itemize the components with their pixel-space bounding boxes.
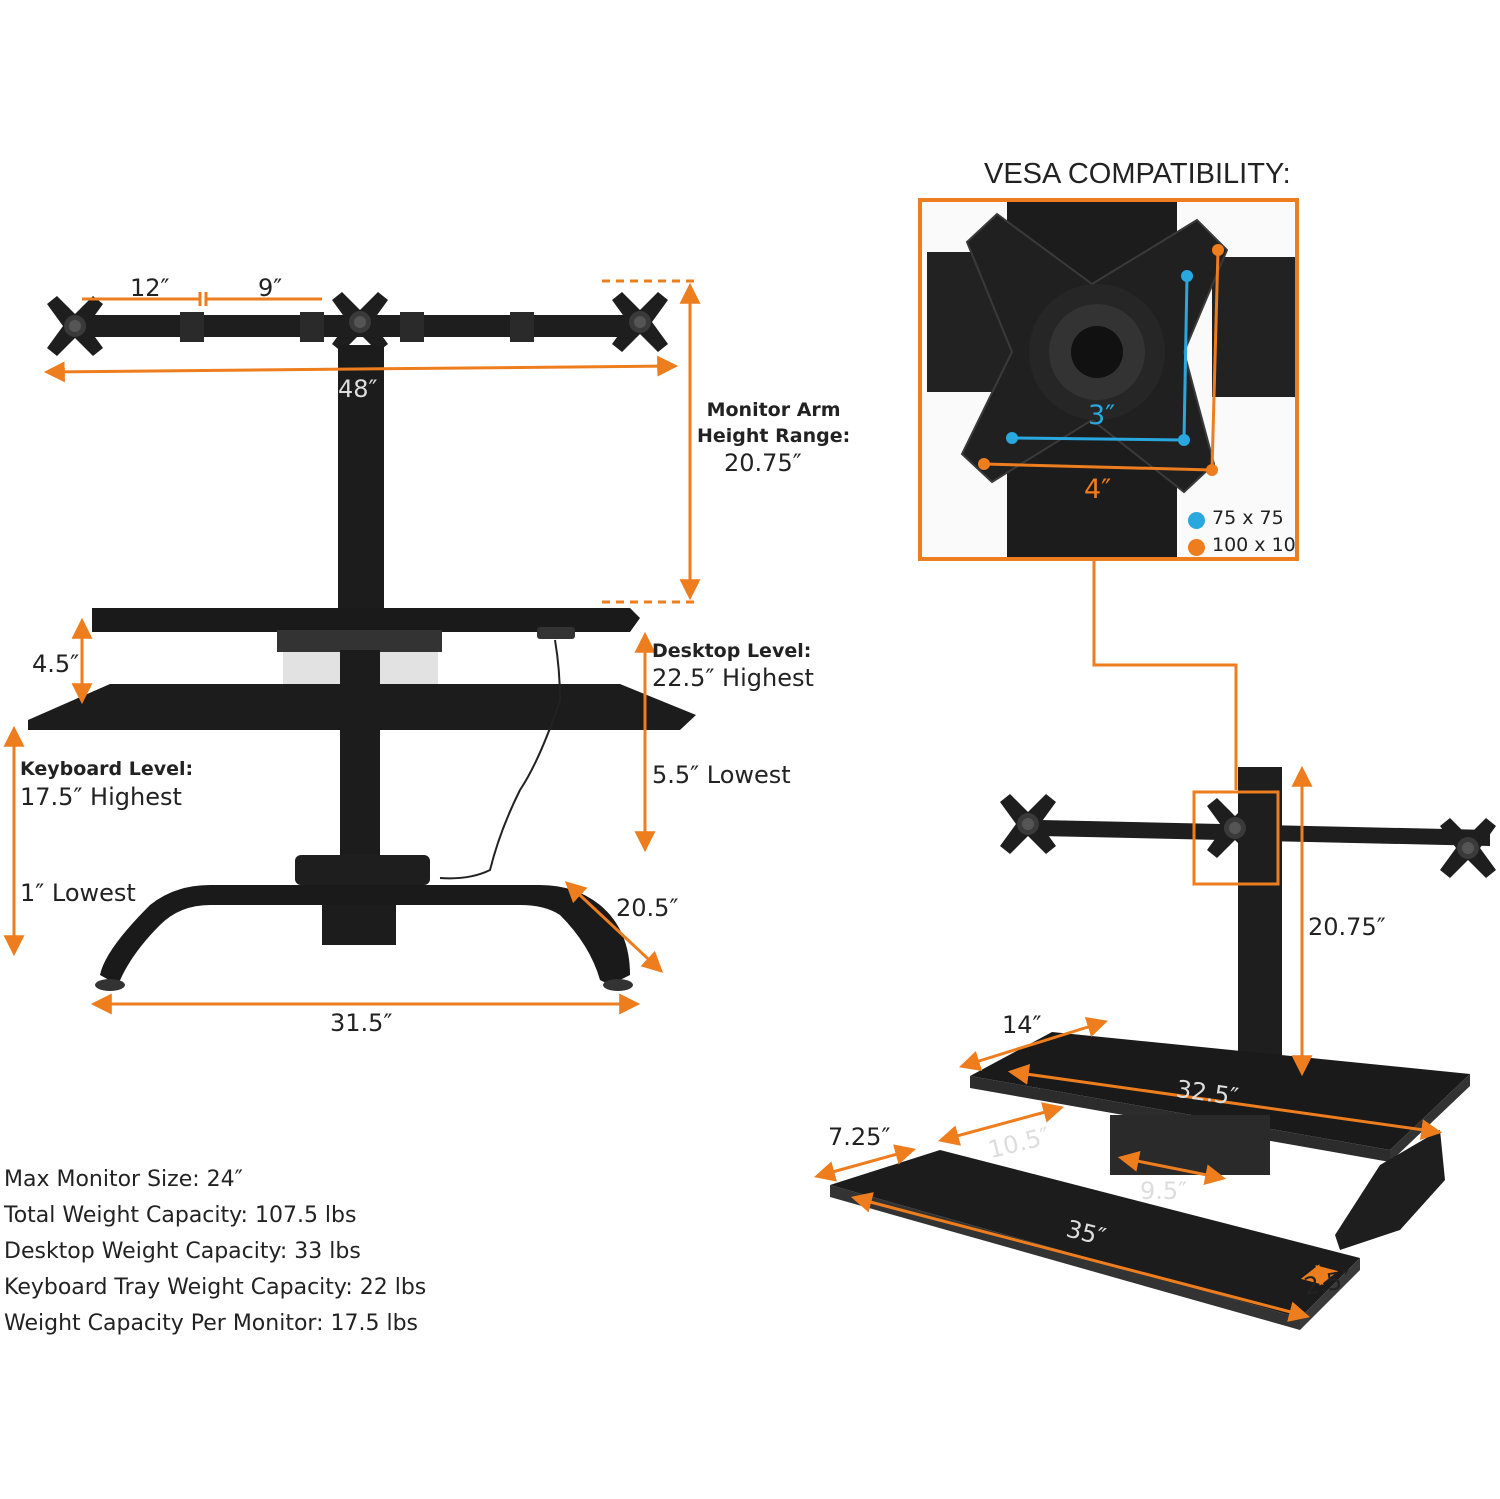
iso-view-dimension-lines [813, 765, 1443, 1322]
spec-max-monitor-size: Max Monitor Size: 24″ [4, 1167, 243, 1192]
keyboard-level-label: Keyboard Level: [20, 758, 194, 780]
iso-desk-depth: 14″ [1002, 1011, 1042, 1039]
spec-desktop-weight: Desktop Weight Capacity: 33 lbs [4, 1239, 361, 1264]
height-range-label: Monitor Arm Height Range: [697, 399, 851, 447]
spec-total-weight: Total Weight Capacity: 107.5 lbs [4, 1203, 357, 1228]
spec-keyboard-tray-weight: Keyboard Tray Weight Capacity: 22 lbs [4, 1275, 427, 1300]
desktop-level-label: Desktop Level: [652, 640, 812, 662]
arm-width-dimension: 48″ [338, 375, 378, 403]
desktop-level-lowest: 5.5″ Lowest [652, 761, 791, 789]
iso-tray-gap: 9.5″ [1140, 1177, 1188, 1205]
specs-list: Max Monitor Size: 24″ Total Weight Capac… [4, 1162, 426, 1342]
legend-swatch-75 [1188, 512, 1205, 529]
legend-75: 75 x 75 [1212, 507, 1284, 529]
vesa-title: VESA COMPATIBILITY: [984, 158, 1291, 190]
vesa-100-dimension: 4″ [1084, 474, 1112, 505]
iso-tray-depth: 7.25″ [828, 1123, 891, 1151]
spec-weight-per-monitor: Weight Capacity Per Monitor: 17.5 lbs [4, 1311, 418, 1336]
base-width-dimension: 31.5″ [330, 1009, 393, 1037]
keyboard-level-highest: 17.5″ Highest [20, 783, 182, 811]
arm-left-dimension: 12″ [130, 274, 170, 302]
front-view-dimension-lines [3, 279, 701, 1015]
front-view-stand [28, 292, 696, 991]
desktop-level-highest: 22.5″ Highest [652, 664, 814, 692]
legend-swatch-100 [1188, 539, 1205, 556]
keyboard-level-lowest: 1″ Lowest [20, 879, 136, 907]
height-range-value: 20.75″ [724, 449, 802, 477]
legend-100: 100 x 100 [1212, 534, 1299, 556]
vesa-75-dimension: 3″ [1088, 400, 1116, 431]
vesa-plate-closeup [927, 202, 1295, 557]
iso-view-stand [830, 767, 1496, 1330]
base-depth-dimension: 20.5″ [616, 894, 679, 922]
vesa-detail-panel: 3″ 4″ 75 x 75 100 x 100 [918, 198, 1299, 561]
arm-center-dimension: 9″ [258, 274, 283, 302]
desk-gap-dimension: 4.5″ [32, 650, 80, 678]
iso-monitor-height: 20.75″ [1308, 913, 1386, 941]
